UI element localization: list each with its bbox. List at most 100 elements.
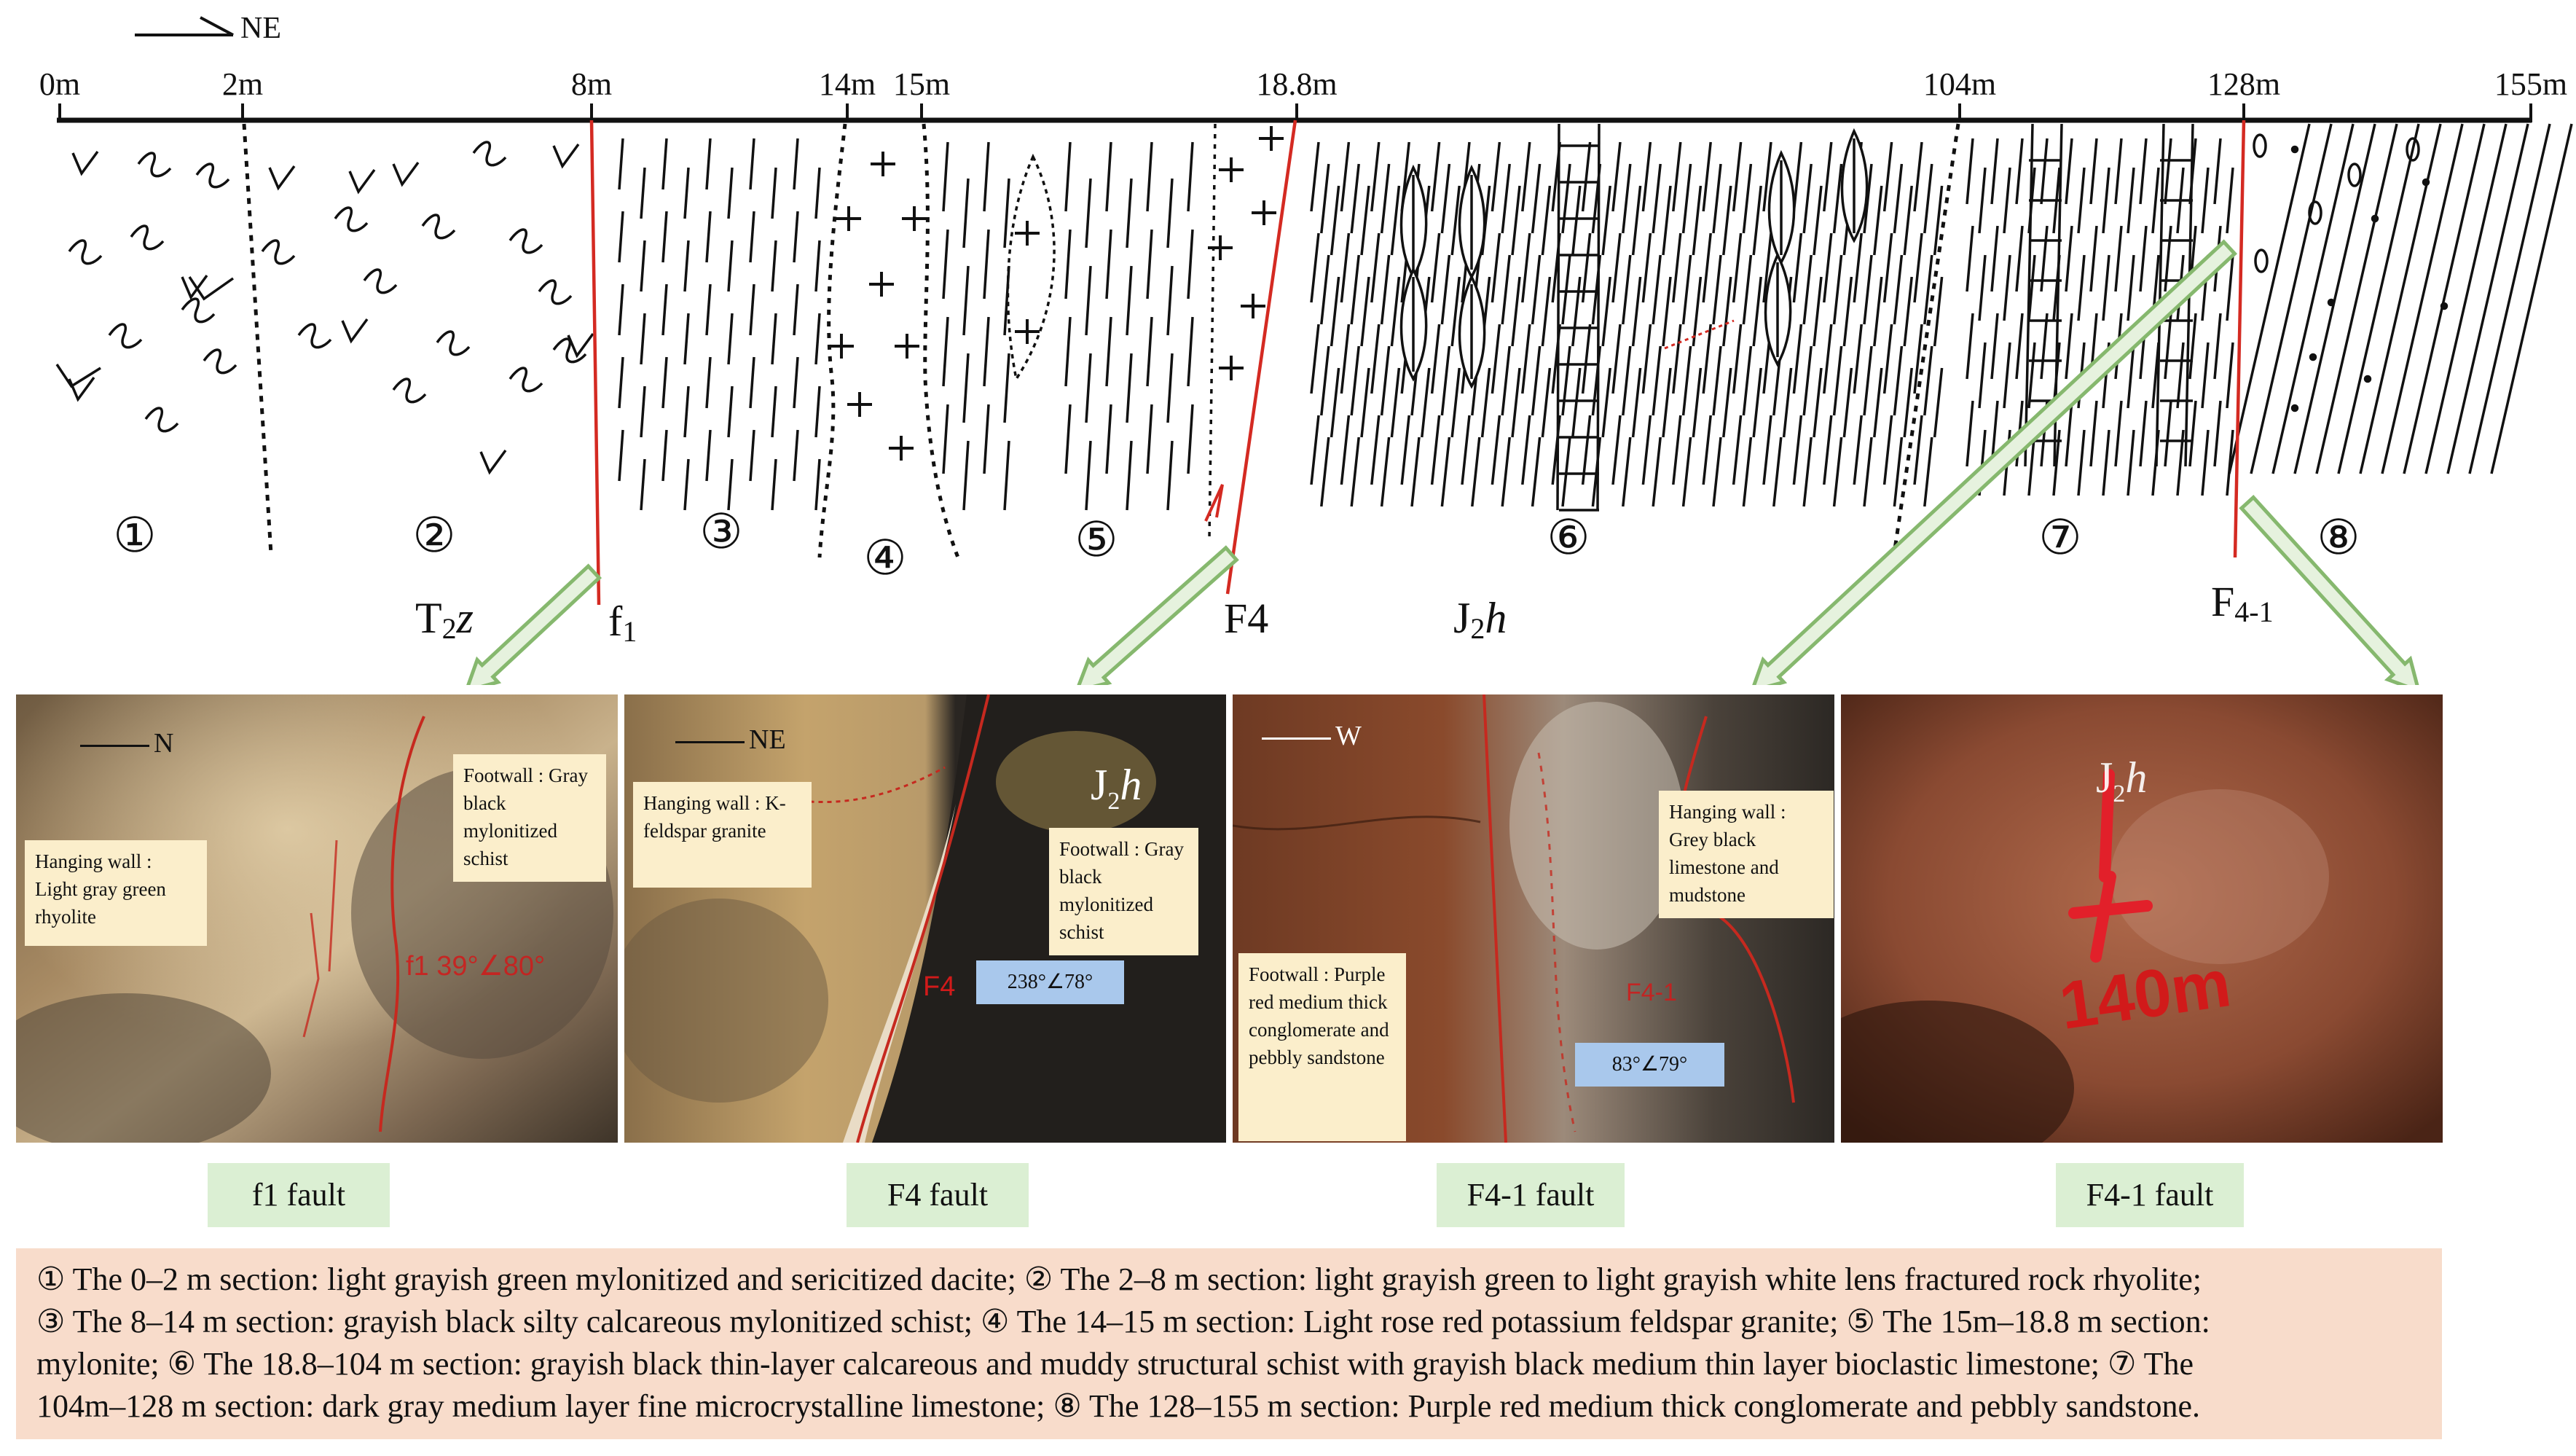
mylonite-line bbox=[1146, 316, 1153, 387]
limestone-line bbox=[2201, 167, 2210, 234]
mylonite-line bbox=[1105, 229, 1112, 300]
foliation-line bbox=[1320, 254, 1330, 325]
foliation-line bbox=[1802, 254, 1813, 325]
limestone-line bbox=[2102, 429, 2110, 496]
conglomerate-pattern bbox=[2228, 123, 2573, 474]
squiggle-symbol bbox=[334, 206, 369, 232]
hanging-wall-note: Hanging wall : Light gray green rhyolite bbox=[25, 840, 207, 946]
squiggle-symbol bbox=[181, 297, 216, 324]
foliation-line bbox=[1702, 141, 1712, 212]
bedding-line bbox=[2490, 123, 2573, 474]
foliation-line bbox=[1521, 324, 1531, 394]
photo-direction-text: W bbox=[1335, 721, 1362, 751]
foliation-line bbox=[1430, 415, 1441, 485]
v-symbol bbox=[392, 161, 420, 187]
fault-f1-line bbox=[589, 120, 601, 606]
squiggle-symbol bbox=[137, 152, 172, 178]
mylonite-line bbox=[1166, 353, 1174, 423]
green-pointer-arrow-icon bbox=[2239, 495, 2419, 685]
foliation-line bbox=[1340, 324, 1351, 394]
foliation-line bbox=[1873, 367, 1883, 438]
foliation-line bbox=[1873, 276, 1883, 347]
foliation-line bbox=[1622, 163, 1632, 234]
foliation-line bbox=[1792, 141, 1803, 212]
foliation-line bbox=[1863, 163, 1873, 234]
limestone-line bbox=[1966, 225, 1974, 292]
limestone-line bbox=[2003, 167, 2011, 234]
structural-schist-pattern bbox=[1310, 123, 1944, 512]
limestone-line bbox=[2003, 342, 2011, 409]
foliation-line bbox=[1561, 345, 1571, 416]
foliation-line bbox=[1450, 367, 1461, 438]
unit-number: ⑥ bbox=[1547, 512, 1590, 565]
foliation-line bbox=[1480, 367, 1491, 438]
north-arrow-icon bbox=[135, 16, 234, 36]
formation-t2z-label: T2z bbox=[415, 594, 474, 645]
limestone-line bbox=[2089, 138, 2098, 205]
foliation-line bbox=[1702, 232, 1712, 303]
v-symbol bbox=[348, 168, 376, 195]
limestone-line bbox=[2176, 342, 2185, 409]
foliation-line bbox=[1823, 232, 1833, 303]
schist-dash bbox=[661, 138, 668, 190]
foliation-line bbox=[1531, 163, 1542, 234]
attitude-measure-box: 83°∠79° bbox=[1575, 1043, 1724, 1087]
bedding-line bbox=[2271, 123, 2355, 474]
foliation-line bbox=[1641, 415, 1652, 485]
mylonite-line bbox=[1187, 141, 1194, 212]
squiggle-symbol bbox=[203, 348, 237, 375]
brick-edge bbox=[2155, 123, 2165, 467]
foliation-line bbox=[1611, 141, 1622, 212]
pebble-symbol bbox=[2254, 248, 2269, 273]
limestone-line bbox=[2188, 400, 2197, 467]
unit-number: ② bbox=[412, 509, 455, 563]
bedding-line bbox=[2424, 123, 2508, 474]
schist-dash bbox=[814, 313, 821, 365]
foliation-line bbox=[1672, 141, 1682, 212]
foliation-line bbox=[1511, 276, 1521, 347]
foliation-line bbox=[1933, 367, 1944, 438]
limestone-line bbox=[2164, 138, 2172, 205]
limestone-line bbox=[1978, 254, 1987, 321]
foliation-line bbox=[1752, 367, 1762, 438]
mylonite-line bbox=[1126, 440, 1133, 511]
limestone-line bbox=[2003, 254, 2011, 321]
squiggle-symbol bbox=[538, 279, 573, 305]
limestone-line bbox=[2226, 342, 2234, 409]
schist-dash bbox=[683, 240, 690, 292]
foliation-line bbox=[1641, 232, 1652, 303]
schist-dash bbox=[793, 211, 799, 263]
mylonite-line bbox=[942, 404, 949, 474]
limestone-line bbox=[1990, 225, 1999, 292]
limestone-line bbox=[2089, 400, 2098, 467]
foliation-line bbox=[1853, 415, 1863, 485]
north-arrow-label: NE bbox=[240, 12, 281, 45]
foliation-line bbox=[1823, 415, 1833, 485]
unit-number: ⑤ bbox=[1075, 514, 1118, 567]
pebble-symbol bbox=[2406, 137, 2420, 162]
schist-dash bbox=[727, 167, 734, 219]
foliation-line bbox=[1340, 232, 1351, 303]
foliation-line bbox=[1802, 345, 1813, 416]
foliation-line bbox=[1752, 185, 1762, 256]
mylonite-line bbox=[983, 316, 990, 387]
limestone-line bbox=[2226, 254, 2234, 321]
caption-line: 104m–128 m section: dark gray medium lay… bbox=[36, 1388, 2201, 1424]
grain-dot bbox=[2440, 302, 2449, 310]
foliation-line bbox=[1702, 324, 1712, 394]
distance-label: 8m bbox=[571, 66, 612, 102]
foliation-line bbox=[1622, 437, 1632, 507]
foliation-line bbox=[1681, 254, 1692, 325]
painted-fault-label: F4 bbox=[923, 971, 956, 1002]
limestone-line bbox=[2201, 342, 2210, 409]
green-pointer-arrow-icon bbox=[466, 563, 602, 685]
schist-dash bbox=[749, 356, 755, 409]
foliation-line bbox=[1882, 324, 1893, 394]
squiggle-symbol bbox=[297, 323, 332, 349]
schist-dash bbox=[661, 356, 668, 409]
foliation-line bbox=[1672, 232, 1682, 303]
grain-dot bbox=[2309, 353, 2317, 361]
schist-dash bbox=[705, 283, 712, 336]
schist-dash bbox=[727, 313, 734, 365]
